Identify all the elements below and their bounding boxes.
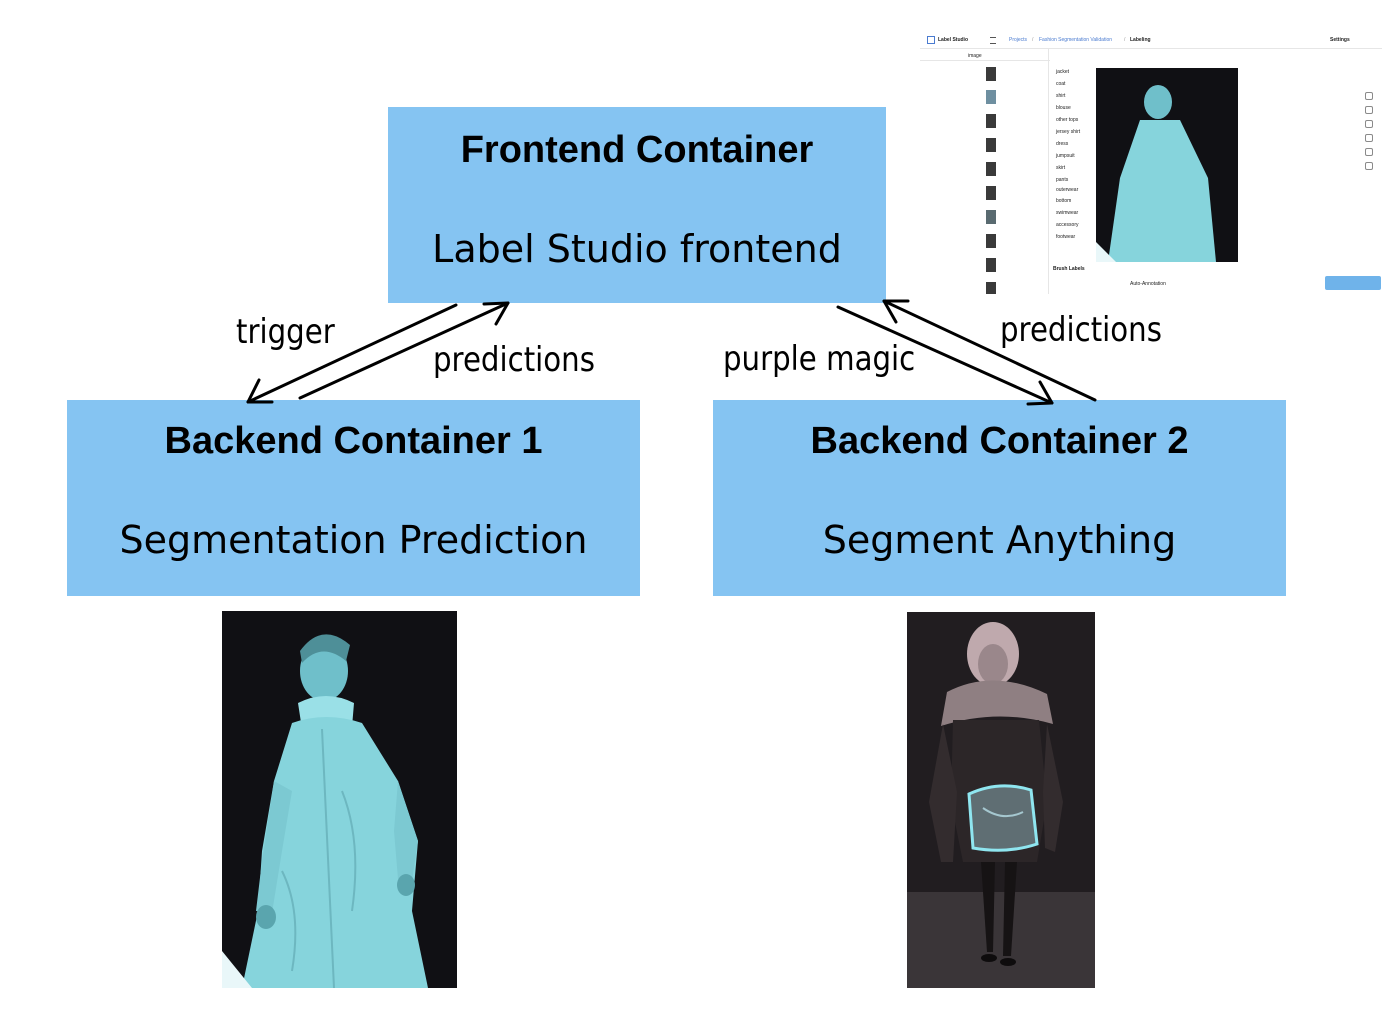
breadcrumb-labeling: Labeling [1130, 37, 1151, 43]
label-chip[interactable]: dress [1056, 141, 1069, 147]
edge-label-trigger: trigger [236, 312, 335, 352]
label-chip[interactable]: shirt [1056, 93, 1066, 99]
edge-label-predictions-1: predictions [433, 340, 595, 380]
panel-divider [1048, 48, 1049, 294]
label-studio-app-name: Label Studio [938, 37, 968, 43]
task-thumbnail[interactable] [986, 210, 996, 224]
arrow-trigger [246, 303, 458, 404]
arrowhead-predictions-1 [482, 301, 510, 326]
breadcrumb-project-name[interactable]: Fashion Segmentation Validation [1039, 37, 1113, 43]
frontend-container-subtitle: Label Studio frontend [432, 227, 842, 271]
runway-figure-illustration [907, 612, 1095, 988]
label-chip[interactable]: accessory [1056, 222, 1079, 228]
submit-button[interactable] [1325, 276, 1381, 290]
settings-button[interactable]: Settings [1330, 37, 1350, 43]
label-studio-logo-icon [927, 36, 935, 44]
arrowhead-predictions-2 [882, 299, 910, 324]
zoom-tool-icon[interactable] [1365, 106, 1373, 114]
annotation-canvas[interactable] [1096, 68, 1238, 262]
brush-tool-icon[interactable] [1365, 120, 1373, 128]
backend-container-2-subtitle: Segment Anything [822, 518, 1177, 562]
task-thumbnail[interactable] [986, 234, 996, 248]
label-chip[interactable]: blouse [1056, 105, 1071, 111]
arrowhead-purple-magic [1026, 380, 1054, 406]
menu-icon[interactable] [990, 37, 996, 44]
eraser-tool-icon[interactable] [1365, 134, 1373, 142]
canvas-figure-illustration [1096, 85, 1216, 262]
label-studio-topbar: Label Studio Projects / Fashion Segmenta… [920, 30, 1382, 49]
task-thumbnail[interactable] [986, 258, 996, 272]
settings-tool-icon[interactable] [1365, 162, 1373, 170]
task-thumbnail[interactable] [986, 162, 996, 176]
edge-label-predictions-2: predictions [1000, 310, 1162, 350]
arrow-predictions-1 [298, 301, 510, 400]
task-thumbnail[interactable] [986, 67, 996, 81]
task-thumbnail[interactable] [986, 186, 996, 200]
label-chip[interactable]: jacket [1056, 69, 1070, 75]
label-chip[interactable]: footwear [1056, 234, 1076, 240]
label-chip[interactable]: jumpsuit [1056, 153, 1075, 159]
label-chip[interactable]: bottom [1056, 198, 1072, 204]
label-chip[interactable]: swimwear [1056, 210, 1079, 216]
label-chip[interactable]: jersey shirt [1056, 129, 1081, 135]
task-thumbnail[interactable] [986, 282, 996, 294]
edge-label-purple-magic: purple magic [723, 339, 916, 379]
label-chip[interactable]: pants [1056, 177, 1069, 183]
breadcrumb-separator-1: / [1032, 37, 1034, 43]
frontend-container-box: Frontend Container Label Studio frontend [388, 107, 886, 303]
backend-container-2-box: Backend Container 2 Segment Anything [713, 400, 1286, 596]
task-thumbnail[interactable] [986, 114, 996, 128]
backend-container-1-subtitle: Segmentation Prediction [119, 518, 588, 562]
magic-wand-tool-icon[interactable] [1365, 148, 1373, 156]
backend-container-1-box: Backend Container 1 Segmentation Predict… [67, 400, 640, 596]
segment-anything-image [907, 612, 1095, 988]
brush-labels-heading: Brush Labels [1053, 266, 1085, 272]
auto-annotation-toggle[interactable]: Auto-Annotation [1130, 281, 1166, 287]
task-column-header: image [968, 53, 982, 59]
label-studio-screenshot: Label Studio Projects / Fashion Segmenta… [920, 30, 1382, 294]
backend-container-2-title: Backend Container 2 [810, 420, 1189, 462]
frontend-container-title: Frontend Container [460, 129, 814, 171]
arrowhead-trigger [246, 378, 274, 404]
label-chip[interactable]: skirt [1056, 165, 1066, 171]
arrow-purple-magic [836, 305, 1054, 405]
label-chip[interactable]: outerwear [1056, 187, 1079, 193]
task-thumbnail[interactable] [986, 138, 996, 152]
breadcrumb-separator-2: / [1124, 37, 1126, 43]
backend-container-1-title: Backend Container 1 [164, 420, 543, 462]
breadcrumb-projects[interactable]: Projects [1009, 37, 1028, 43]
label-chip[interactable]: coat [1056, 81, 1066, 87]
task-thumbnail[interactable] [986, 90, 996, 104]
arrow-predictions-2 [882, 299, 1097, 402]
segmentation-prediction-image [222, 611, 457, 988]
task-list-divider [920, 60, 1050, 61]
label-chip[interactable]: other tops [1056, 117, 1079, 123]
model-figure-illustration [222, 611, 457, 988]
pan-tool-icon[interactable] [1365, 92, 1373, 100]
